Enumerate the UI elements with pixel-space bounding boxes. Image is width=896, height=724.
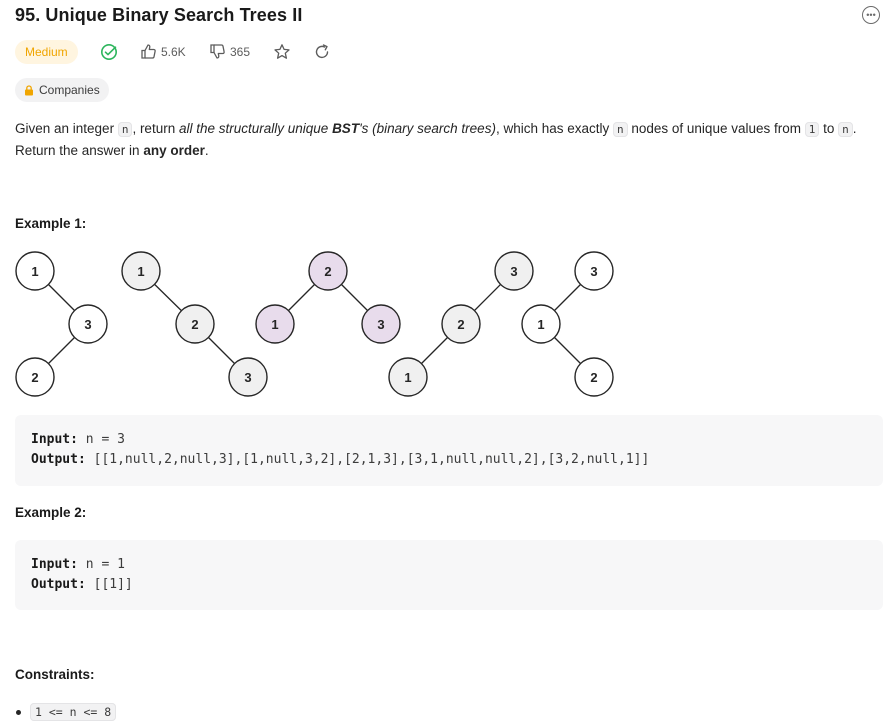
inline-code: 1 <box>804 122 820 137</box>
dislikes-count: 365 <box>230 44 251 59</box>
output-value: [[1,null,2,null,3],[1,null,3,2],[2,1,3],… <box>93 452 650 467</box>
tree-node <box>121 251 161 291</box>
output-label: Output: <box>31 577 86 592</box>
node-label: 2 <box>590 370 597 385</box>
tree-node <box>361 304 401 344</box>
node-label: 1 <box>404 370 411 385</box>
input-value: n = 3 <box>85 432 125 447</box>
example-1-code-block: Input: n = 3 Output: [[1,null,2,null,3],… <box>15 415 883 486</box>
more-icon[interactable]: ••• <box>862 6 880 24</box>
tree-5: 3 1 2 <box>521 251 614 397</box>
tree-node <box>441 304 481 344</box>
tree-node <box>388 357 428 397</box>
tree-node <box>574 251 614 291</box>
problem-description: Given an integer n, return all the struc… <box>15 121 857 158</box>
constraint-item: 1 <= n <= 8 <box>30 703 117 721</box>
tree-node <box>175 304 215 344</box>
tree-node <box>68 304 108 344</box>
tree-1: 1 3 2 <box>15 251 108 397</box>
example-1-trees-image: 1 3 2 1 2 3 2 1 3 3 2 1 <box>15 251 614 397</box>
output-value: [[1]] <box>93 577 133 592</box>
node-label: 3 <box>84 317 91 332</box>
solved-check-icon <box>100 43 118 66</box>
companies-label: Companies <box>39 83 100 97</box>
like-button[interactable]: 5.6K <box>140 43 186 60</box>
tree-2: 1 2 3 <box>121 251 268 397</box>
tree-node <box>15 357 55 397</box>
tree-node <box>308 251 348 291</box>
node-label: 3 <box>510 264 517 279</box>
node-label: 1 <box>137 264 144 279</box>
constraint-code: 1 <= n <= 8 <box>30 703 117 721</box>
node-label: 2 <box>31 370 38 385</box>
companies-button[interactable]: Companies <box>15 78 109 102</box>
node-label: 2 <box>191 317 198 332</box>
tree-node <box>228 357 268 397</box>
star-icon[interactable] <box>273 43 291 66</box>
list-bullet <box>16 710 21 715</box>
output-label: Output: <box>31 452 86 467</box>
node-label: 1 <box>271 317 278 332</box>
node-label: 1 <box>31 264 38 279</box>
dislike-button[interactable]: 365 <box>209 43 250 60</box>
example-2-code-block: Input: n = 1 Output: [[1]] <box>15 540 883 610</box>
example-2-heading: Example 2: <box>15 505 87 520</box>
page-title: 95. Unique Binary Search Trees II <box>15 5 303 25</box>
node-label: 2 <box>324 264 331 279</box>
lock-icon <box>25 84 33 95</box>
inline-code: n <box>613 122 628 137</box>
node-label: 3 <box>377 317 384 332</box>
tree-node <box>521 304 561 344</box>
tree-node <box>574 357 614 397</box>
input-label: Input: <box>31 557 78 572</box>
node-label: 2 <box>457 317 464 332</box>
inline-code: n <box>117 122 133 137</box>
tree-node <box>494 251 534 291</box>
thumbs-up-icon <box>141 44 156 59</box>
tree-node <box>15 251 55 291</box>
tree-node <box>255 304 295 344</box>
constraints-heading: Constraints: <box>15 667 95 682</box>
tree-4: 3 2 1 <box>388 251 534 397</box>
example-1-heading: Example 1: <box>15 216 87 231</box>
node-label: 3 <box>590 264 597 279</box>
node-label: 1 <box>537 317 544 332</box>
share-icon[interactable] <box>313 43 331 66</box>
likes-count: 5.6K <box>161 44 186 59</box>
input-value: n = 1 <box>85 557 125 572</box>
thumbs-down-icon <box>210 44 225 59</box>
difficulty-badge: Medium <box>15 40 78 64</box>
tree-3: 2 1 3 <box>255 251 401 344</box>
inline-code: n <box>838 122 853 137</box>
input-label: Input: <box>31 432 78 447</box>
node-label: 3 <box>244 370 251 385</box>
